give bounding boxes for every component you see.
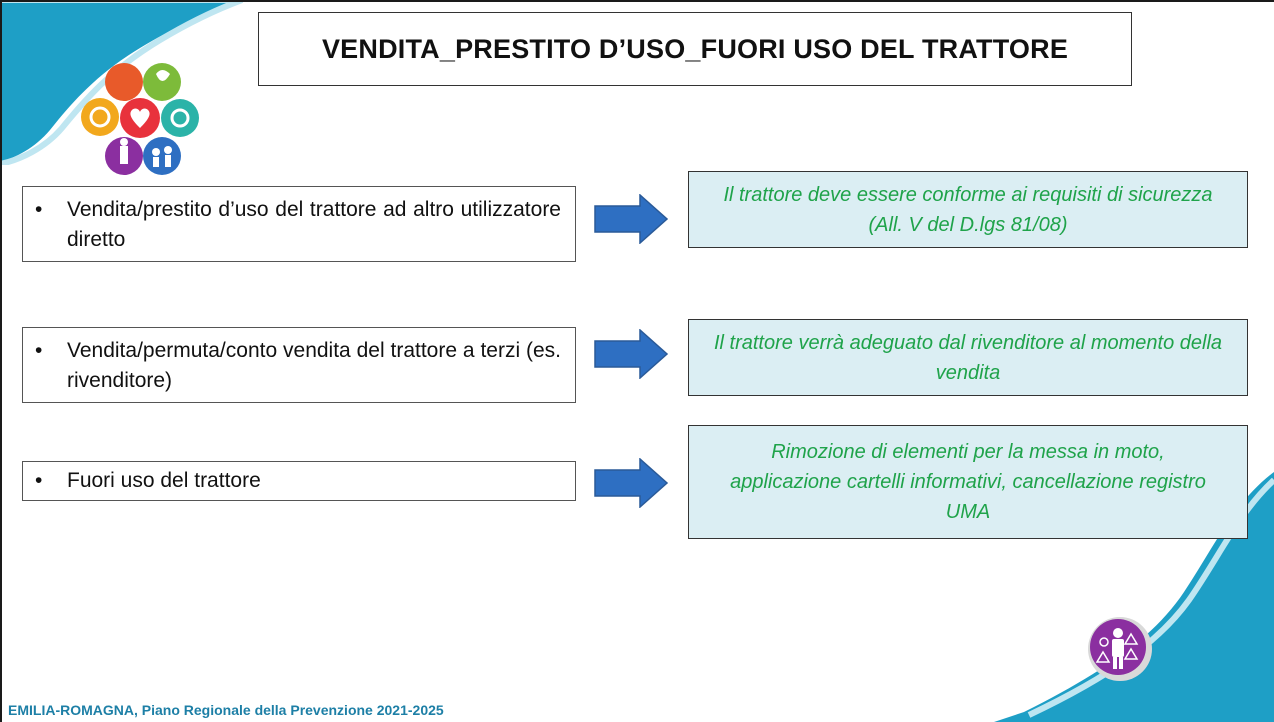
- title-box: VENDITA_PRESTITO D’USO_FUORI USO DEL TRA…: [258, 12, 1132, 86]
- bullet: •: [35, 469, 43, 492]
- right-arrow-icon: [594, 458, 668, 508]
- note-text: Il trattore verrà adeguato dal rivendito…: [713, 331, 1223, 384]
- list-item-sale-loan: • Vendita/prestito d’uso del trattore ad…: [22, 186, 576, 262]
- prevention-program-logo-icon: [81, 63, 199, 175]
- note-text: Rimozione di elementi per la messa in mo…: [730, 441, 1206, 523]
- frame-top-line: [0, 0, 1274, 2]
- right-arrow-icon: [594, 329, 668, 379]
- list-item-text: Vendita/permuta/conto vendita del tratto…: [67, 339, 561, 392]
- list-item-out-of-use: • Fuori uso del trattore: [22, 461, 576, 501]
- frame-left-line: [0, 0, 2, 722]
- page-title: VENDITA_PRESTITO D’USO_FUORI USO DEL TRA…: [321, 33, 1069, 64]
- list-item-sale-exchange: • Vendita/permuta/conto vendita del trat…: [22, 327, 576, 403]
- list-item-text: Fuori uso del trattore: [67, 469, 261, 492]
- right-arrow-icon: [594, 194, 668, 244]
- list-item-text: Vendita/prestito d’uso del trattore ad a…: [67, 198, 561, 251]
- note-box-compliance: Il trattore deve essere conforme ai requ…: [688, 171, 1248, 248]
- note-box-dealer: Il trattore verrà adeguato dal rivendito…: [688, 319, 1248, 396]
- note-box-removal: Rimozione di elementi per la messa in mo…: [688, 425, 1248, 539]
- worker-safety-badge-icon: [1088, 617, 1152, 681]
- note-text: Il trattore deve essere conforme ai requ…: [723, 183, 1213, 236]
- bullet: •: [35, 339, 43, 362]
- bullet: •: [35, 198, 43, 221]
- footer-text: EMILIA-ROMAGNA, Piano Regionale della Pr…: [8, 702, 444, 718]
